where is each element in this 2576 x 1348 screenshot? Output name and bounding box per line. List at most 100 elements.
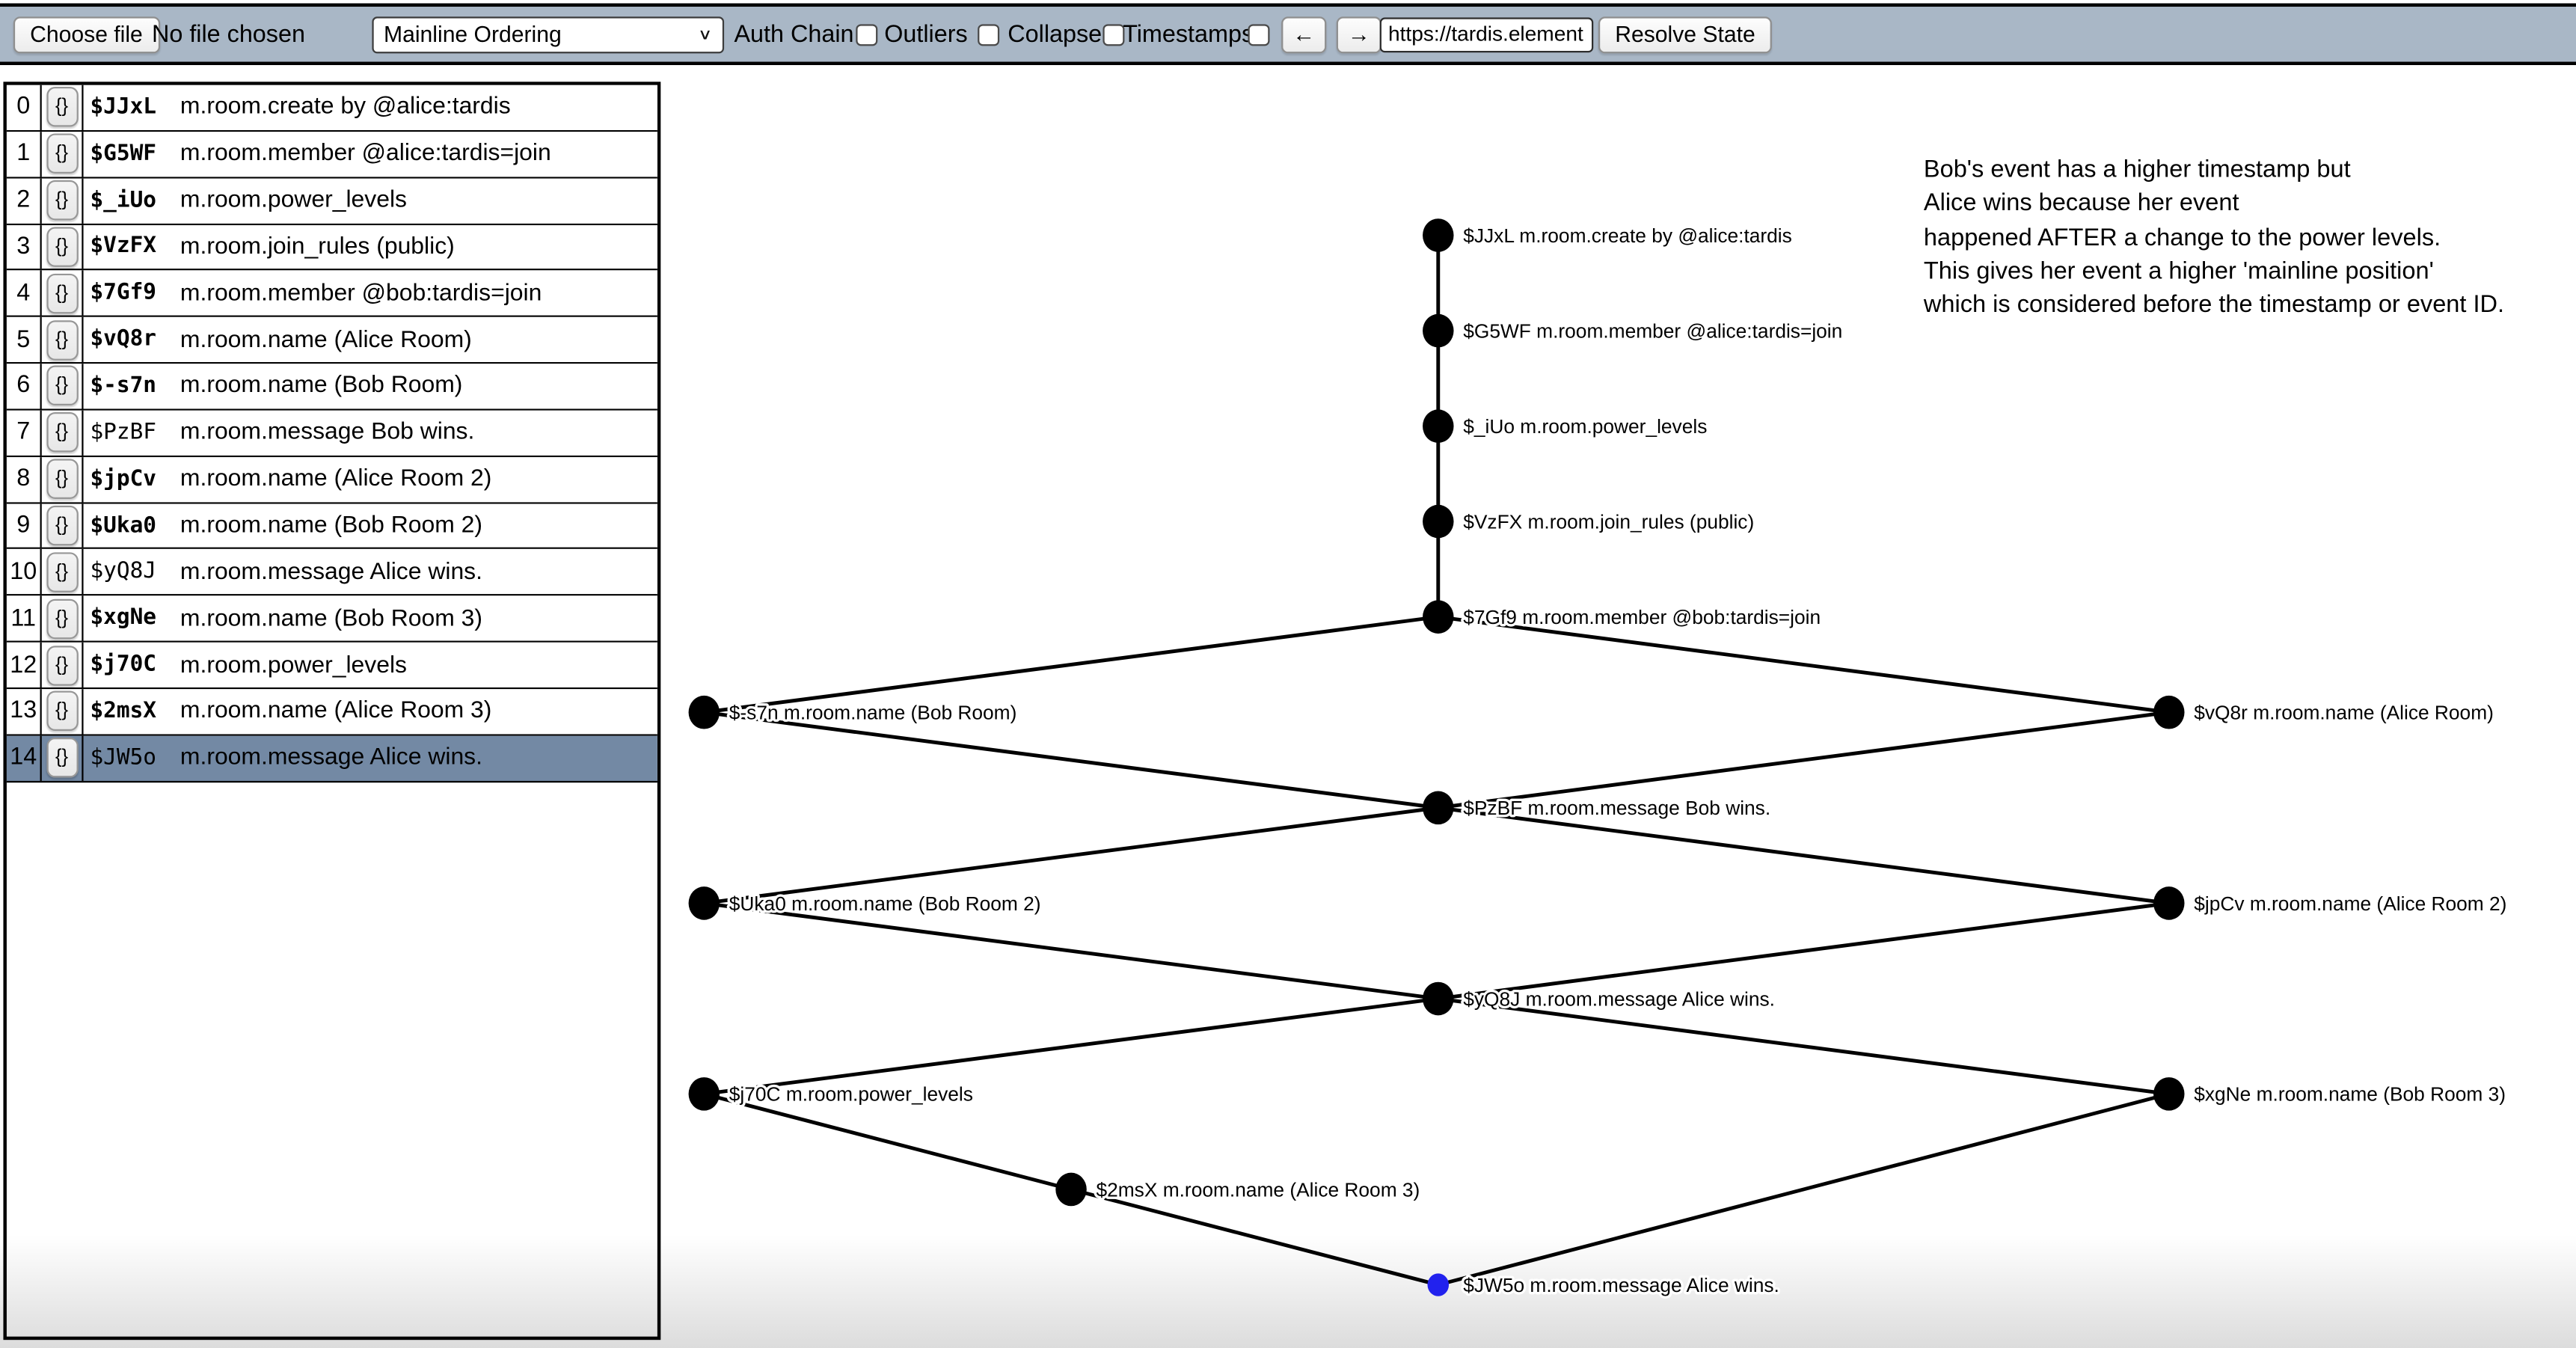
- event-id: $Uka0: [90, 512, 157, 539]
- braces-cell: {}: [42, 643, 84, 687]
- dag-node[interactable]: [1423, 504, 1454, 539]
- collapse-label: Collapse: [1008, 20, 1103, 48]
- event-id: $xgNe: [90, 606, 157, 631]
- event-index: 7: [7, 410, 42, 456]
- json-braces-button[interactable]: {}: [46, 412, 78, 453]
- json-braces-button[interactable]: {}: [46, 87, 78, 128]
- braces-cell: {}: [42, 131, 84, 177]
- timestamps-checkbox[interactable]: [1248, 23, 1270, 46]
- ordering-select-wrap: Mainline Ordering ∨: [372, 16, 725, 53]
- auth-chain-checkbox[interactable]: [856, 23, 878, 46]
- dag-edge: [1438, 806, 2170, 905]
- dag-node[interactable]: [1423, 409, 1454, 444]
- dag-node[interactable]: [1423, 981, 1454, 1016]
- event-index: 9: [7, 503, 42, 548]
- json-braces-button[interactable]: {}: [46, 691, 78, 732]
- dag-node[interactable]: [688, 886, 720, 920]
- outliers-checkbox[interactable]: [978, 23, 1000, 46]
- braces-cell: {}: [42, 503, 84, 548]
- collapse-checkbox[interactable]: [1103, 23, 1125, 46]
- braces-cell: {}: [42, 85, 84, 130]
- dag-edge: [1438, 615, 2170, 714]
- toolbar: Choose file No file chosen Mainline Orde…: [0, 3, 2576, 65]
- event-id: $-s7n: [90, 373, 157, 399]
- annotation-line: which is considered before the timestamp…: [1923, 292, 2505, 319]
- dag-node-label: $G5WF m.room.member @alice:tardis=join: [1463, 319, 1842, 342]
- dag-node[interactable]: [2153, 695, 2185, 729]
- dag-node[interactable]: [1055, 1172, 1087, 1207]
- event-id: $PzBF: [90, 420, 157, 446]
- event-description: m.room.message Alice wins.: [180, 744, 482, 772]
- json-braces-button[interactable]: {}: [46, 552, 78, 592]
- server-url-input[interactable]: [1379, 16, 1594, 52]
- event-description: m.room.name (Bob Room 2): [180, 512, 482, 539]
- event-description: m.room.member @bob:tardis=join: [180, 280, 542, 307]
- json-braces-button[interactable]: {}: [46, 180, 78, 221]
- dag-node[interactable]: [1423, 600, 1454, 634]
- json-braces-button[interactable]: {}: [46, 459, 78, 500]
- json-braces-button[interactable]: {}: [46, 134, 78, 174]
- event-id: $_iUo: [90, 188, 157, 213]
- dag-node[interactable]: [688, 1077, 720, 1111]
- step-back-button[interactable]: ←: [1281, 16, 1327, 53]
- event-description: m.room.power_levels: [180, 652, 407, 678]
- dag-node[interactable]: [2153, 886, 2185, 920]
- json-braces-button[interactable]: {}: [46, 598, 78, 639]
- dag-node-label: $j70C m.room.power_levels: [729, 1083, 973, 1106]
- event-description: m.room.message Alice wins.: [180, 558, 482, 586]
- braces-cell: {}: [42, 410, 84, 456]
- choose-file-button[interactable]: Choose file: [13, 16, 160, 53]
- dag-node-selected[interactable]: [1427, 1273, 1450, 1296]
- event-index: 6: [7, 364, 42, 409]
- json-braces-button[interactable]: {}: [46, 645, 78, 685]
- event-row[interactable]: 9{} $Uka0 m.room.name (Bob Room 2): [6, 503, 657, 550]
- dag-edge: [703, 1092, 1072, 1192]
- json-braces-button[interactable]: {}: [46, 273, 78, 313]
- json-braces-button[interactable]: {}: [46, 738, 78, 778]
- ordering-select[interactable]: Mainline Ordering: [372, 16, 725, 53]
- dag-edge: [1438, 996, 2170, 1096]
- dag-node-label: $jpCv m.room.name (Alice Room 2): [2194, 892, 2506, 915]
- resolve-state-button[interactable]: Resolve State: [1598, 16, 1773, 53]
- event-index: 13: [7, 689, 42, 735]
- dag-edge: [703, 806, 1439, 905]
- event-index: 14: [7, 735, 42, 781]
- braces-cell: {}: [42, 735, 84, 781]
- json-braces-button[interactable]: {}: [46, 227, 78, 267]
- json-braces-button[interactable]: {}: [46, 319, 78, 361]
- event-index: 1: [7, 131, 42, 177]
- dag-node[interactable]: [688, 695, 720, 729]
- event-index: 2: [7, 177, 42, 223]
- event-id: $VzFX: [90, 234, 157, 260]
- dag-node[interactable]: [1423, 791, 1454, 825]
- dag-node-label: $xgNe m.room.name (Bob Room 3): [2194, 1083, 2506, 1106]
- dag-node[interactable]: [2153, 1077, 2185, 1111]
- json-braces-button[interactable]: {}: [46, 366, 78, 407]
- dag-node[interactable]: [1423, 218, 1454, 252]
- event-id: $G5WF: [90, 141, 157, 167]
- step-forward-button[interactable]: →: [1336, 16, 1381, 53]
- json-braces-button[interactable]: {}: [46, 505, 78, 546]
- dag-node[interactable]: [1423, 313, 1454, 348]
